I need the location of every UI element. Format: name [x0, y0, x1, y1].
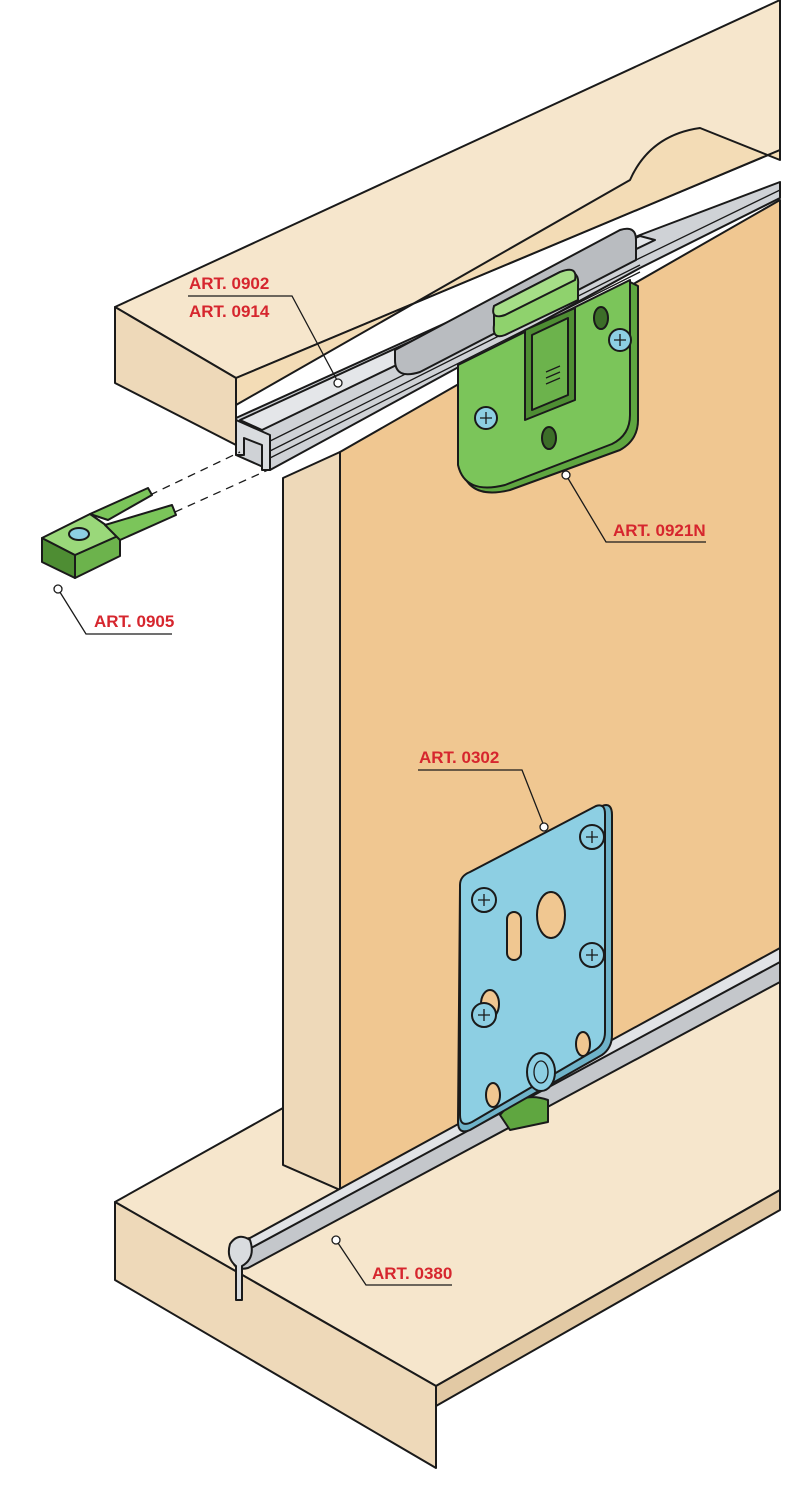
label-art-0921n: ART. 0921N: [613, 521, 706, 540]
bottom-plate-blue: [457, 804, 613, 1133]
label-art-0302: ART. 0302: [419, 748, 499, 767]
label-art-0380: ART. 0380: [372, 1264, 452, 1283]
screw-icon: [471, 887, 497, 913]
callout-leaders: [53, 295, 706, 1286]
label-art-0914: ART. 0914: [189, 302, 270, 321]
screw-icon: [474, 406, 498, 430]
screw-icon: [579, 942, 605, 968]
screw-icon: [579, 824, 605, 850]
screw-icon: [608, 328, 632, 352]
end-stop-green: [41, 451, 269, 579]
label-art-0902: ART. 0902: [189, 274, 269, 293]
screw-icon: [471, 1002, 497, 1028]
callout-labels: ART. 0902 ART. 0914 ART. 0921N ART. 0905…: [94, 274, 706, 1283]
top-guide-green: [457, 268, 639, 494]
label-art-0905: ART. 0905: [94, 612, 174, 631]
top-shelf: [114, 0, 781, 446]
